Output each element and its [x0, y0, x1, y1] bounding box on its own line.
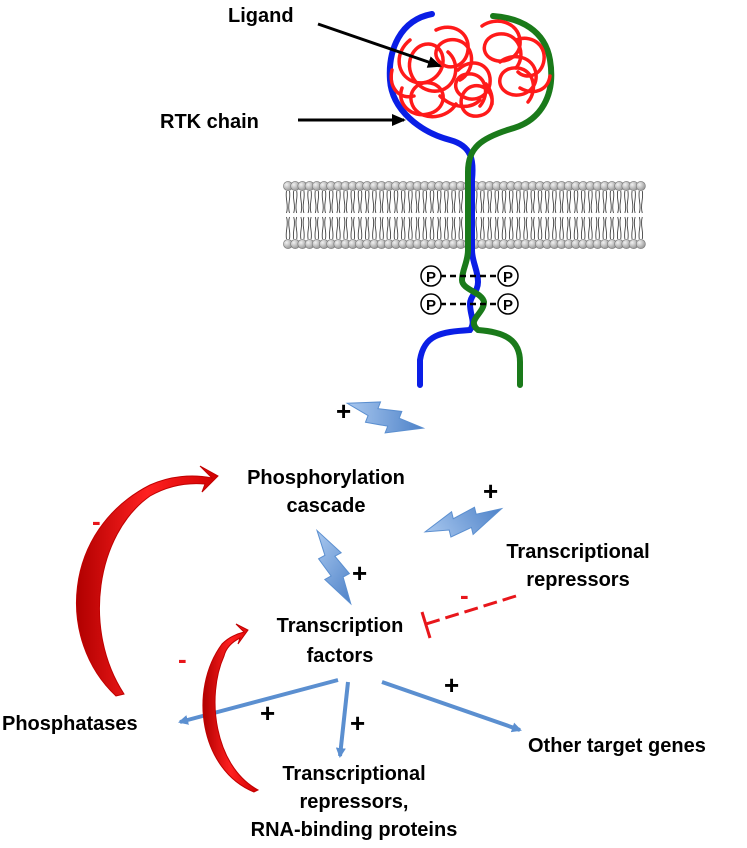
phosphate-groups: P P P P [420, 265, 519, 315]
phosphate-left-top: P [420, 265, 442, 287]
ligand-pointer-arrow [317, 22, 442, 68]
plus-sign-cascade-tf: + [352, 558, 367, 588]
plus-sign-receptor: + [336, 396, 351, 426]
arrow-to-other-targets [381, 680, 522, 733]
plus-sign-repressors-rbp: + [350, 708, 365, 738]
svg-text:P: P [426, 269, 436, 286]
ligand-molecule [389, 19, 552, 119]
phosphate-right-top: P [497, 265, 519, 287]
repressors-rbp-label-line1: Transcriptional [282, 763, 425, 785]
minus-sign-phosphatases: - [92, 506, 101, 536]
svg-text:P: P [426, 297, 436, 314]
phosphatases-label: Phosphatases [2, 713, 138, 735]
repressors-rbp-label-line2: repressors, [300, 791, 409, 813]
phosphorylation-cascade-label-line1: Phosphorylation [247, 467, 405, 489]
activation-bolt-receptor-to-cascade [345, 401, 426, 434]
svg-text:P: P [503, 297, 513, 314]
transcription-factors-label-line2: factors [307, 645, 374, 667]
minus-sign-repressors-rbp: - [178, 644, 187, 674]
activation-bolt-cascade-to-repressors [423, 506, 504, 538]
repressors-rbp-label-line3: RNA-binding proteins [251, 819, 458, 841]
arrow-to-repressors-rbp [335, 681, 350, 758]
plus-sign-cascade-repressors: + [483, 476, 498, 506]
ligand-label: Ligand [228, 5, 294, 27]
phosphorylation-cascade-label-line2: cascade [287, 495, 366, 517]
repression-repressors-to-tf [420, 594, 517, 639]
minus-sign-repressors: - [460, 580, 469, 610]
cell-membrane [283, 181, 646, 249]
transcription-factors-label-line1: Transcription [277, 615, 404, 637]
inhibition-phosphatases-to-cascade [76, 465, 219, 697]
transcriptional-repressors-label-line1: Transcriptional [506, 541, 649, 563]
plus-sign-phosphatases: + [260, 698, 275, 728]
plus-sign-other-targets: + [444, 670, 459, 700]
phosphate-left-bottom: P [420, 293, 442, 315]
inhibition-repressors-rbp-to-tf [202, 623, 260, 793]
rtk-chain-label: RTK chain [160, 111, 259, 133]
rtk-chain-green [458, 13, 555, 388]
phosphate-right-bottom: P [497, 293, 519, 315]
transcriptional-repressors-label-line2: repressors [526, 569, 629, 591]
other-target-genes-label: Other target genes [528, 735, 706, 757]
activation-bolt-cascade-to-tf [315, 528, 352, 606]
svg-text:P: P [503, 269, 513, 286]
